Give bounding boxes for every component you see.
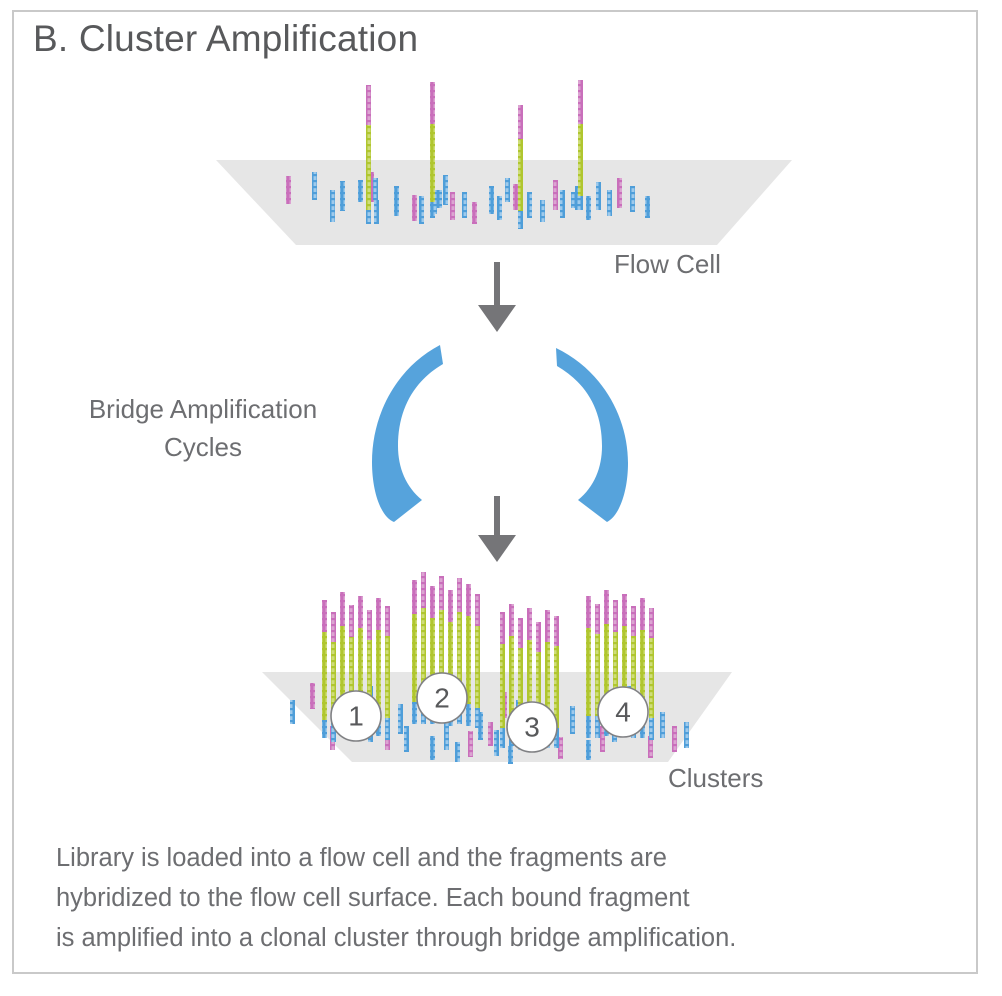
bridge-amplification-cycles-label: Bridge Amplification Cycles	[43, 390, 363, 466]
bridge-label-line-1: Bridge Amplification	[88, 394, 318, 424]
caption-line-2: hybridized to the flow cell surface. Eac…	[56, 884, 690, 912]
page-title: B. Cluster Amplification	[33, 18, 419, 59]
caption-line-1: Library is loaded into a flow cell and t…	[56, 844, 667, 872]
flow-cell-label: Flow Cell	[614, 249, 721, 279]
caption-line-3: is amplified into a clonal cluster throu…	[56, 924, 737, 952]
bridge-label-line-2: Cycles	[163, 432, 242, 462]
panel-border	[12, 10, 978, 974]
clusters-label: Clusters	[668, 763, 764, 793]
panel-caption: Library is loaded into a flow cell and t…	[56, 838, 946, 958]
